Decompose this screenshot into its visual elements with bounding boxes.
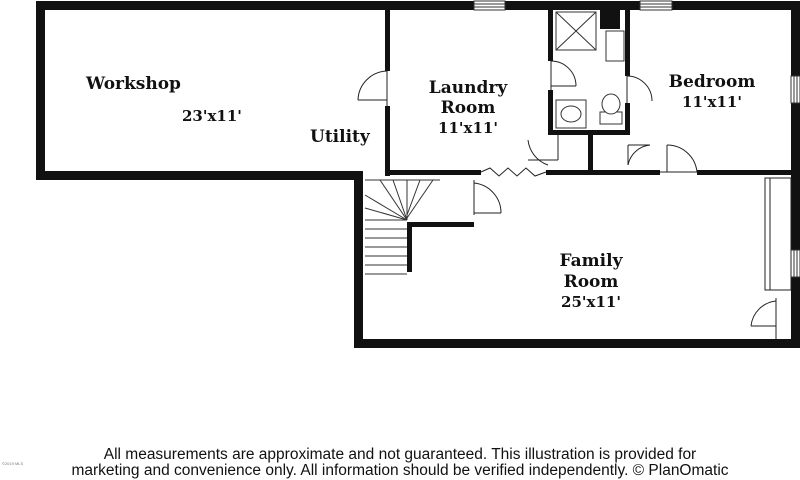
interior-walls bbox=[385, 1, 800, 272]
family-room-label-line2: Room bbox=[564, 272, 619, 292]
doors bbox=[357, 60, 792, 339]
laundry-label-line2: Room bbox=[441, 98, 496, 118]
watermark: ©2019 MLS bbox=[2, 461, 24, 466]
family-room-label-line1: Family bbox=[560, 251, 624, 271]
bedroom-label: Bedroom bbox=[669, 72, 756, 92]
workshop-label: Workshop bbox=[85, 74, 181, 94]
bathroom-fixtures bbox=[555, 11, 625, 129]
disclaimer-line-2: marketing and convenience only. All info… bbox=[71, 462, 729, 479]
family-room-dimensions: 25'x11' bbox=[561, 293, 621, 311]
utility-label: Utility bbox=[310, 127, 371, 147]
laundry-label-line1: Laundry bbox=[429, 78, 509, 98]
laundry-dimensions: 11'x11' bbox=[438, 119, 498, 137]
disclaimer-line-1: All measurements are approximate and not… bbox=[103, 446, 697, 463]
bedroom-dimensions: 11'x11' bbox=[682, 93, 742, 111]
windows bbox=[473, 0, 800, 278]
staircase bbox=[364, 179, 440, 275]
workshop-dimensions: 23'x11' bbox=[182, 107, 242, 125]
exterior-walls bbox=[36, 1, 800, 348]
